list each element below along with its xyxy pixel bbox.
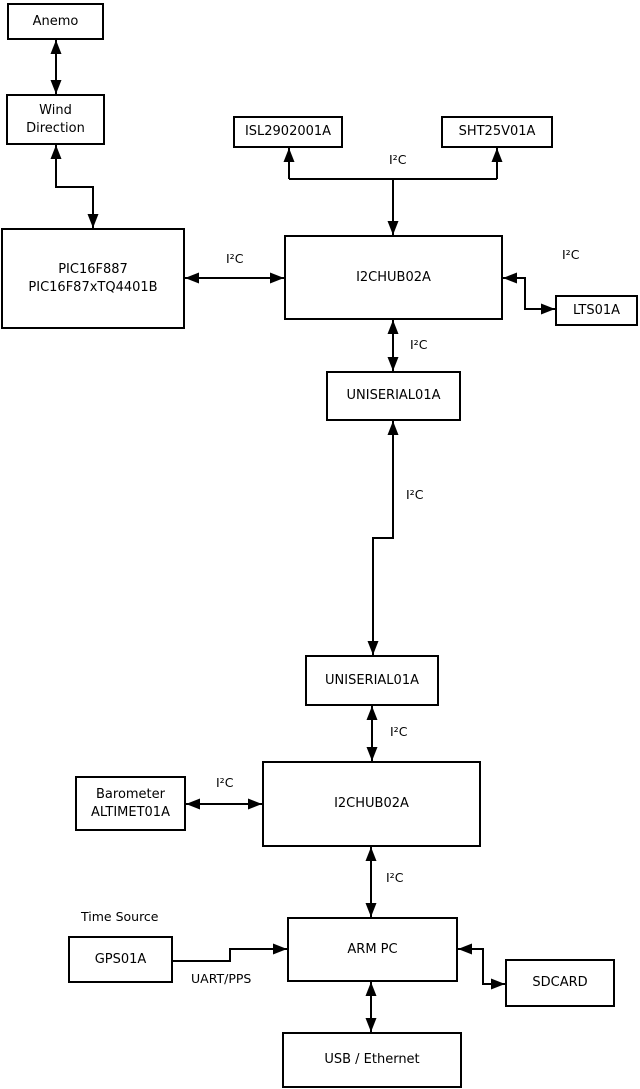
arrowhead-uni2-hub2 — [366, 747, 378, 761]
arrowhead-armpc-sdcard — [458, 943, 472, 955]
arrowhead-hub1-uni1 — [387, 357, 399, 371]
node-label-wind-direction: Direction — [26, 120, 85, 136]
arrowhead-wind-pic — [50, 145, 62, 159]
edge-label-i2c-baro-hub2: I²C — [216, 775, 234, 790]
arrowhead-gps-armpc — [273, 943, 287, 955]
node-gps01a: GPS01A — [68, 936, 173, 983]
arrowhead-bus-hub1 — [387, 221, 399, 235]
edge-label-i2c-hub2-armpc: I²C — [386, 870, 404, 885]
node-label-anemo: Anemo — [32, 13, 79, 29]
arrowhead-armpc-usb — [365, 982, 377, 996]
node-label-gps01a: GPS01A — [94, 951, 147, 967]
arrowhead-baro-hub2 — [186, 798, 200, 810]
arrowhead-anemo-wind — [50, 80, 62, 94]
node-anemo: Anemo — [7, 3, 104, 40]
edge-label-i2c-hub1-uni1: I²C — [410, 337, 428, 352]
arrowhead-pic-hub1 — [185, 272, 199, 284]
node-label-barometer: Barometer — [96, 787, 165, 803]
arrowhead-hub2-armpc — [365, 847, 377, 861]
connector-gps-armpc — [173, 948, 287, 962]
arrowhead-pic-hub1 — [270, 272, 284, 284]
node-label-arm-pc: ARM PC — [347, 941, 398, 957]
connector-uni1-uni2 — [372, 421, 394, 655]
connector-wind-pic — [55, 145, 94, 228]
edge-label-i2c-pic-hub1: I²C — [226, 251, 244, 266]
arrowhead-anemo-wind — [50, 40, 62, 54]
edge-label-i2c-uni1-uni2: I²C — [406, 487, 424, 502]
arrowhead-uni1-uni2 — [367, 641, 379, 655]
arrowhead-hub2-armpc — [365, 903, 377, 917]
node-label-barometer: ALTIMET01A — [91, 804, 170, 820]
arrowhead-bus-sht — [491, 148, 503, 162]
edge-label-i2c-uni2-hub2: I²C — [390, 724, 408, 739]
arrowhead-wind-pic — [87, 214, 99, 228]
arrowhead-hub1-uni1 — [387, 320, 399, 334]
arrowhead-armpc-usb — [365, 1018, 377, 1032]
node-isl2902001a: ISL2902001A — [233, 116, 343, 148]
connector-hub1-lts — [503, 277, 555, 310]
arrowhead-hub1-lts — [541, 303, 555, 315]
node-label-usb-ethernet: USB / Ethernet — [324, 1052, 420, 1068]
node-usb-ethernet: USB / Ethernet — [282, 1032, 462, 1088]
node-label-i2chub02a-1: I2CHUB02A — [356, 269, 431, 285]
node-sdcard: SDCARD — [505, 959, 615, 1007]
node-label-wind-direction: Wind — [39, 103, 72, 119]
node-sht25v01a: SHT25V01A — [441, 116, 553, 148]
connector-armpc-sdcard — [458, 948, 505, 985]
node-label-lts01a: LTS01A — [572, 302, 621, 318]
node-label-sht25v01a: SHT25V01A — [458, 124, 536, 140]
arrowhead-bus-isl — [283, 148, 295, 162]
node-label-uniserial01a-1: UNISERIAL01A — [346, 388, 441, 404]
node-label-pic-mcu: PIC16F87xTQ4401B — [28, 279, 158, 295]
node-label-i2chub02a-2: I2CHUB02A — [334, 796, 409, 812]
arrowhead-armpc-sdcard — [491, 978, 505, 990]
edge-label-uart-pps: UART/PPS — [191, 971, 252, 986]
arrowhead-baro-hub2 — [248, 798, 262, 810]
node-i2chub02a-2: I2CHUB02A — [262, 761, 481, 847]
node-uniserial01a-1: UNISERIAL01A — [326, 371, 461, 421]
edge-label-i2c-bus-top: I²C — [389, 152, 407, 167]
node-arm-pc: ARM PC — [287, 917, 458, 982]
node-label-isl2902001a: ISL2902001A — [244, 124, 332, 140]
node-label-sdcard: SDCARD — [532, 975, 588, 991]
node-label-uniserial01a-2: UNISERIAL01A — [325, 672, 419, 688]
edge-label-time-source: Time Source — [81, 909, 159, 924]
node-label-pic-mcu: PIC16F887 — [58, 262, 128, 278]
edge-label-i2c-hub1-lts: I²C — [562, 247, 580, 262]
arrowhead-uni2-hub2 — [366, 706, 378, 720]
arrowhead-hub1-lts — [503, 272, 517, 284]
node-uniserial01a-2: UNISERIAL01A — [305, 655, 439, 706]
node-i2chub02a-1: I2CHUB02A — [284, 235, 503, 320]
node-lts01a: LTS01A — [555, 295, 638, 326]
arrowhead-uni1-uni2 — [387, 421, 399, 435]
